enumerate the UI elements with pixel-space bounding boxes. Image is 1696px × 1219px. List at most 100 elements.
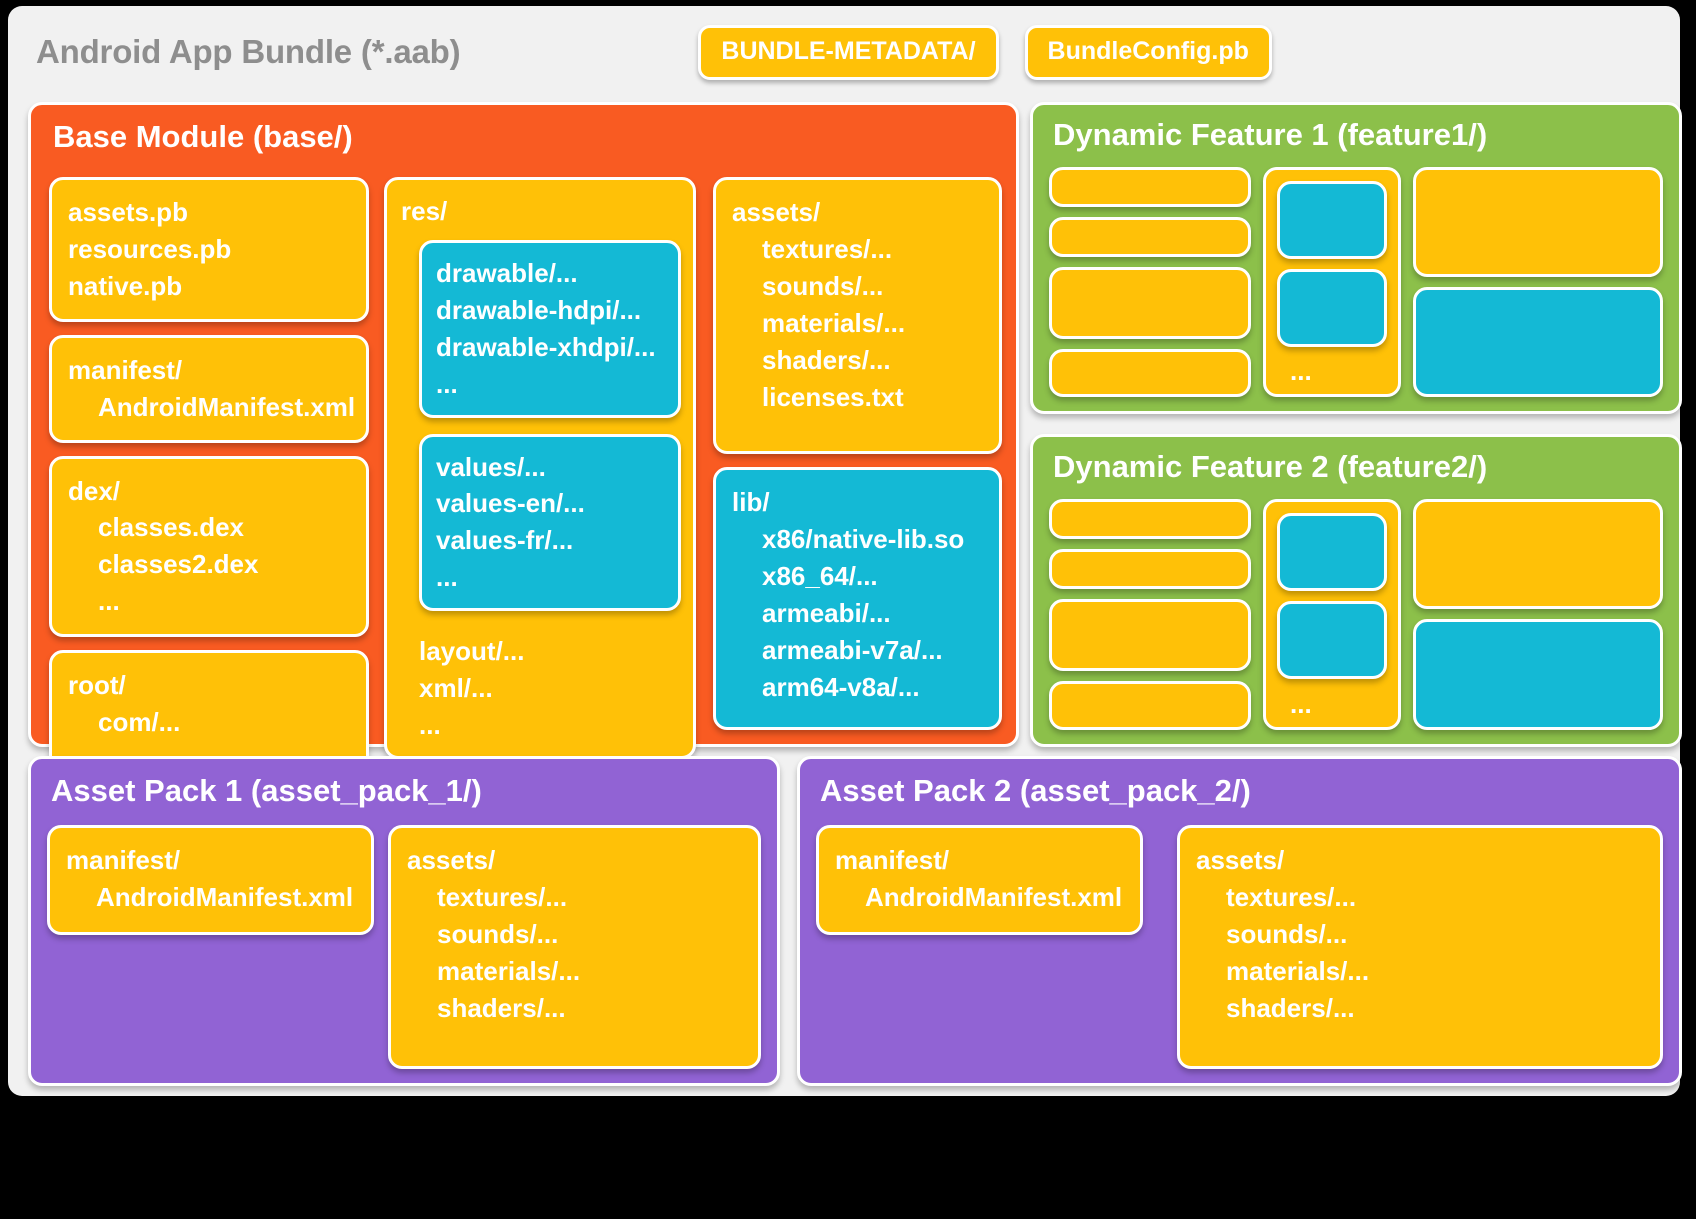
asset-pack-1-title: Asset Pack 1 (asset_pack_1/) [51,773,482,808]
asset-pack-2-assets-card[interactable]: assets/ textures/... sounds/... material… [1177,825,1663,1069]
df2-lib-card[interactable] [1413,619,1663,730]
df1-left-column [1049,167,1251,397]
base-module-column-b: res/ drawable/... drawable-hdpi/... draw… [384,177,696,759]
assets-card[interactable]: assets/ textures/... sounds/... material… [713,177,1002,454]
assets-line-5: shaders/... [762,344,891,375]
df2-right-column [1413,499,1663,730]
ap1-manifest-line-2: AndroidManifest.xml [96,881,354,912]
dynamic-feature-1-grid: ... [1049,167,1663,397]
ap2-assets-line-5: shaders/... [1226,992,1355,1023]
manifest-lines: manifest/ AndroidManifest.xml [68,352,356,426]
res-values-line-3: values-fr/... [436,525,574,556]
df1-block-4[interactable] [1049,349,1251,397]
res-tail-line-1: layout/... [419,636,525,667]
lib-line-1: lib/ [732,487,770,517]
ap1-assets-line-4: materials/... [437,955,581,986]
protos-line-3: native.pb [68,270,183,301]
df2-block-2[interactable] [1049,549,1251,589]
res-drawable-line-3: drawable-xhdpi/... [436,331,656,362]
ap2-assets-line-3: sounds/... [1226,918,1348,949]
res-tail-line-3: ... [419,709,441,740]
res-values-line-4: ... [436,562,458,593]
base-module-section: Base Module (base/) assets.pb resources.… [28,102,1019,795]
res-drawable-line-4: ... [436,368,458,399]
asset-pack-1-manifest-card[interactable]: manifest/ AndroidManifest.xml [47,825,374,935]
res-tail-line-2: xml/... [419,673,493,704]
lib-line-3: x86_64/... [762,560,878,591]
df2-res-card[interactable]: ... [1263,499,1401,730]
dex-card[interactable]: dex/ classes.dex classes2.dex ... [49,455,369,638]
dynamic-feature-2-grid: ... [1049,499,1663,730]
df1-res-inner-2[interactable] [1277,269,1387,347]
dex-line-2: classes.dex [98,512,245,543]
dex-line-4: ... [98,586,120,617]
ap2-manifest-line-2: AndroidManifest.xml [865,881,1123,912]
app-bundle-frame: Android App Bundle (*.aab) BUNDLE-METADA… [8,6,1682,1096]
res-drawable-card[interactable]: drawable/... drawable-hdpi/... drawable-… [419,239,681,418]
ap2-assets-line-1: assets/ [1196,845,1285,875]
ap1-assets-line-1: assets/ [407,845,496,875]
df1-res-card[interactable]: ... [1263,167,1401,397]
chip-bundle-config[interactable]: BundleConfig.pb [1024,24,1272,80]
df1-lib-card[interactable] [1413,287,1663,397]
chip-bundle-metadata[interactable]: BUNDLE-METADATA/ [698,24,999,80]
asset-pack-1-body: manifest/ AndroidManifest.xml assets/ te… [47,825,761,1069]
manifest-card[interactable]: manifest/ AndroidManifest.xml [49,334,369,443]
assets-lines: assets/ textures/... sounds/... material… [732,194,985,415]
dex-line-3: classes2.dex [98,549,259,580]
lib-line-6: arm64-v8a/... [762,671,920,702]
ap2-assets-lines: assets/ textures/... sounds/... material… [1196,842,1644,1027]
manifest-line-2: AndroidManifest.xml [98,391,356,422]
ap2-manifest-line-1: manifest/ [835,845,950,875]
lib-lines: lib/ x86/native-lib.so x86_64/... armeab… [732,484,985,705]
ap2-manifest-lines: manifest/ AndroidManifest.xml [835,842,1124,916]
root-lines: root/ com/... ... [68,667,352,778]
ap1-manifest-lines: manifest/ AndroidManifest.xml [66,842,355,916]
df1-res-dots: ... [1290,356,1312,386]
ap2-assets-line-2: textures/... [1226,881,1357,912]
df2-block-1[interactable] [1049,499,1251,539]
lib-card[interactable]: lib/ x86/native-lib.so x86_64/... armeab… [713,467,1002,730]
asset-pack-2-manifest-card[interactable]: manifest/ AndroidManifest.xml [816,825,1143,935]
res-values-line-1: values/... [436,451,546,482]
df2-res-inner-1[interactable] [1277,513,1387,591]
lib-line-2: x86/native-lib.so [762,523,965,554]
res-card[interactable]: res/ drawable/... drawable-hdpi/... draw… [384,177,696,759]
root-line-2: com/... [98,707,181,738]
df2-block-4[interactable] [1049,681,1251,730]
df1-res-inner-1[interactable] [1277,181,1387,259]
res-values-lines: values/... values-en/... values-fr/... .… [436,449,666,597]
lib-line-4: armeabi/... [762,597,891,628]
assets-line-3: sounds/... [762,270,884,301]
base-module-title: Base Module (base/) [53,119,353,154]
df2-assets-card[interactable] [1413,499,1663,609]
assets-line-4: materials/... [762,307,906,338]
bundle-metadata-chips: BUNDLE-METADATA/ BundleConfig.pb [698,24,1272,80]
lib-line-5: armeabi-v7a/... [762,634,943,665]
res-drawable-line-2: drawable-hdpi/... [436,294,642,325]
dex-lines: dex/ classes.dex classes2.dex ... [68,473,352,621]
res-values-line-2: values-en/... [436,488,585,519]
asset-pack-1-assets-card[interactable]: assets/ textures/... sounds/... material… [388,825,761,1069]
df2-block-3[interactable] [1049,599,1251,671]
assets-line-1: assets/ [732,197,821,227]
dynamic-feature-1-title: Dynamic Feature 1 (feature1/) [1053,117,1488,152]
protos-card[interactable]: assets.pb resources.pb native.pb [49,177,369,322]
dynamic-feature-2-section: Dynamic Feature 2 (feature2/) ... [1030,434,1682,747]
res-values-card[interactable]: values/... values-en/... values-fr/... .… [419,433,681,612]
bundle-title: Android App Bundle (*.aab) [36,33,461,70]
df1-block-3[interactable] [1049,267,1251,339]
ap1-assets-line-3: sounds/... [437,918,559,949]
protos-lines: assets.pb resources.pb native.pb [68,194,352,305]
dynamic-feature-2-title: Dynamic Feature 2 (feature2/) [1053,449,1488,484]
asset-pack-2-section: Asset Pack 2 (asset_pack_2/) manifest/ A… [797,756,1682,1086]
res-tail-lines: layout/... xml/... ... [419,633,681,744]
root-line-1: root/ [68,670,126,701]
df1-block-1[interactable] [1049,167,1251,207]
ap1-assets-line-5: shaders/... [437,992,566,1023]
df1-block-2[interactable] [1049,217,1251,257]
bundle-header: Android App Bundle (*.aab) BUNDLE-METADA… [8,6,1680,98]
df2-res-dots: ... [1290,689,1312,719]
df2-res-inner-2[interactable] [1277,601,1387,679]
df1-assets-card[interactable] [1413,167,1663,277]
